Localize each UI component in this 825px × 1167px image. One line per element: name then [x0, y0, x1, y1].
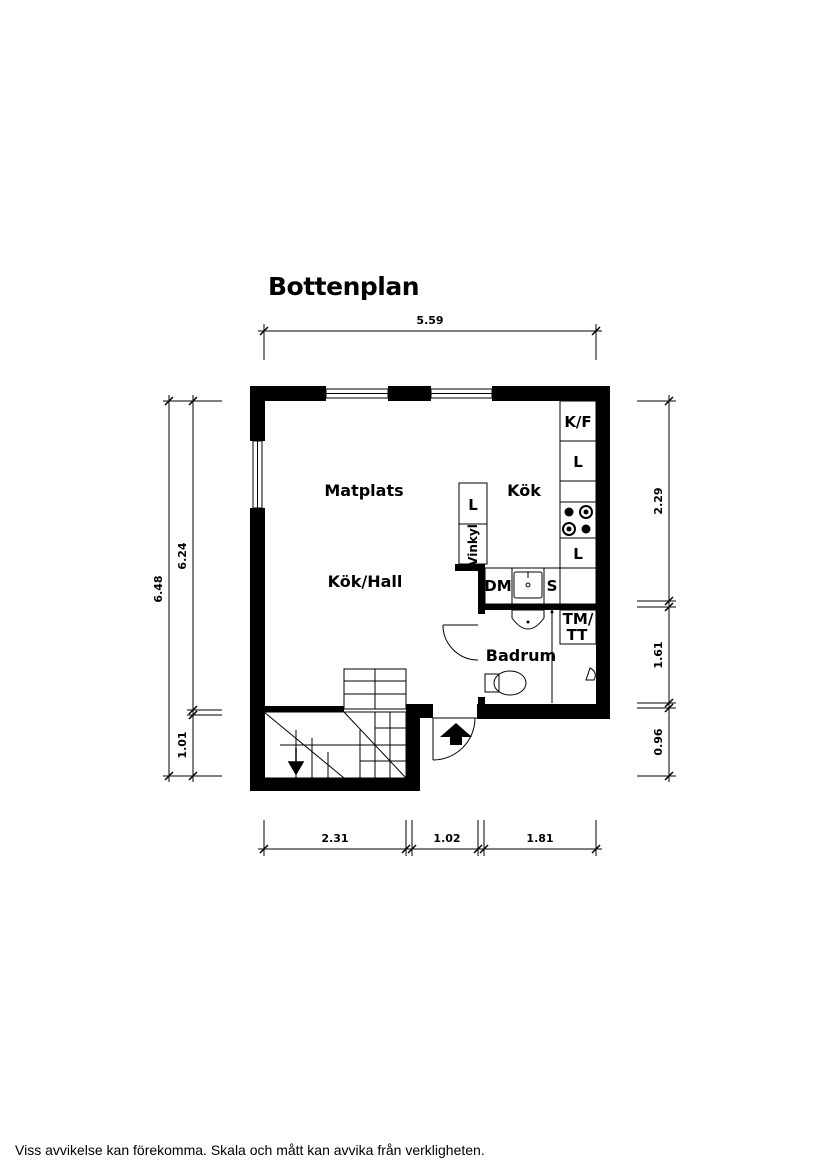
- plan-title: Bottenplan: [268, 272, 420, 301]
- dim-left-inner: 6.24: [176, 542, 189, 569]
- dim-right-bottom: 0.96: [652, 728, 665, 755]
- fixture-s: S: [547, 577, 558, 595]
- bathroom-fixtures: [484, 609, 597, 703]
- dimension-lines: 5.59 6.48 6.24 1.01 2.29 1.61 0.9: [152, 314, 676, 856]
- kitchen-island: [458, 482, 488, 565]
- stairs: [263, 668, 407, 779]
- entrance-door: [432, 717, 477, 761]
- fixture-dm: DM: [484, 577, 511, 595]
- disclaimer-text: Viss avvikelse kan förekomma. Skala och …: [15, 1142, 485, 1158]
- room-label-matplats: Matplats: [324, 481, 403, 500]
- fixture-vinkyl: Vinkyl: [466, 524, 480, 566]
- dim-right-top: 2.29: [652, 487, 665, 514]
- dim-bottom-2: 1.02: [433, 832, 460, 845]
- bathroom-door: [442, 624, 479, 661]
- windows: [252, 388, 493, 509]
- stove-icon: [559, 501, 597, 539]
- room-label-kok: Kök: [507, 481, 541, 500]
- dim-right-mid: 1.61: [652, 641, 665, 668]
- stairs-down-arrow-icon: [287, 748, 305, 776]
- fixture-tt: TT: [567, 626, 589, 644]
- dim-bottom-3: 1.81: [526, 832, 553, 845]
- dim-bottom-1: 2.31: [321, 832, 348, 845]
- entrance-arrow-icon: [440, 723, 472, 745]
- fixture-tm: TM/: [563, 610, 594, 628]
- sink-counter: [484, 567, 561, 605]
- walls: [250, 386, 610, 791]
- dim-left-bottom: 1.01: [176, 731, 189, 758]
- room-label-kok-hall: Kök/Hall: [328, 572, 403, 591]
- room-label-badrum: Badrum: [486, 646, 556, 665]
- fixture-kf: K/F: [564, 413, 591, 431]
- dim-left-outer: 6.48: [152, 575, 165, 602]
- dim-top: 5.59: [416, 314, 443, 327]
- fixture-l1: L: [573, 453, 583, 471]
- fixture-l-island: L: [468, 496, 478, 514]
- fixture-l2: L: [573, 545, 583, 563]
